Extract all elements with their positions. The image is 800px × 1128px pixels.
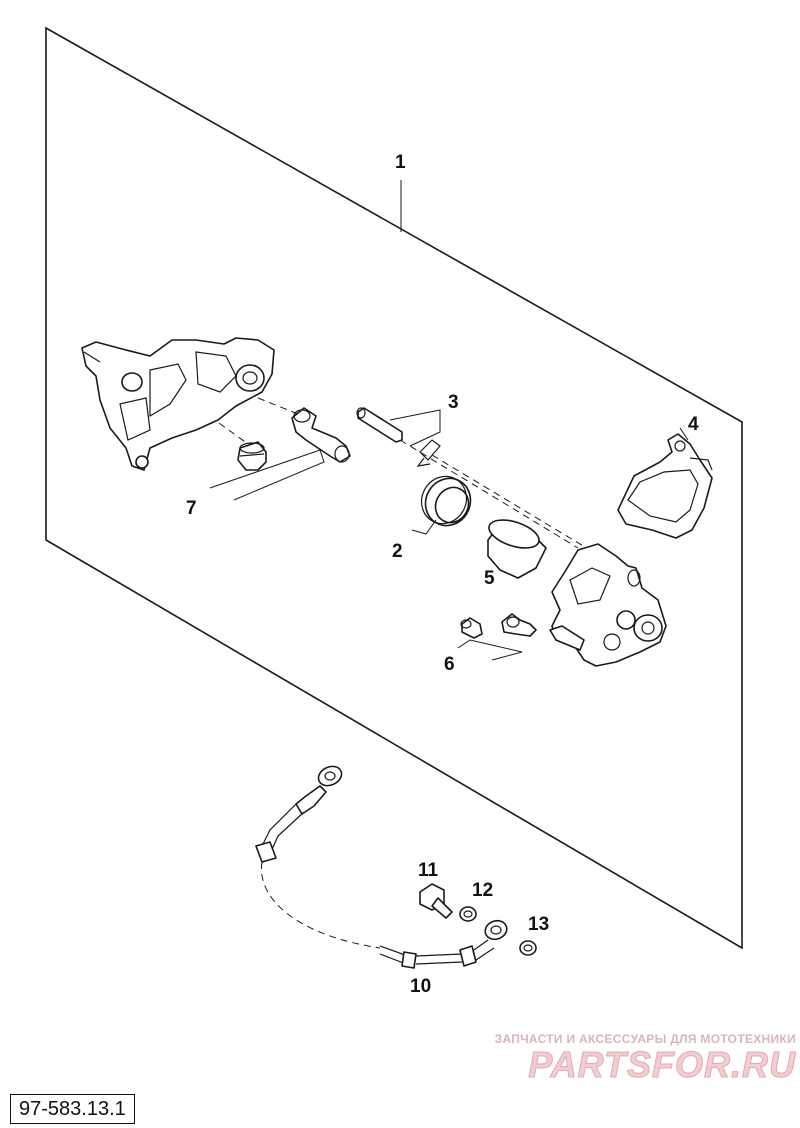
pad-retaining-pin	[356, 407, 403, 443]
watermark-caption: ЗАПЧАСТИ И АКСЕССУАРЫ ДЛЯ МОТОТЕХНИКИ	[494, 1032, 796, 1046]
callout-12: 12	[472, 880, 493, 901]
callout-2: 2	[392, 541, 403, 562]
callout-11: 11	[418, 860, 439, 881]
callout-6: 6	[444, 654, 455, 675]
drawing-code-label: 97-583.13.1	[10, 1094, 135, 1124]
bleeder-valve	[501, 613, 537, 637]
callout-3: 3	[448, 392, 459, 413]
callout-leaders	[209, 409, 689, 661]
guide-pin-short	[237, 441, 267, 471]
caliper-body	[549, 543, 667, 667]
retaining-clip	[416, 439, 441, 467]
callout-4: 4	[688, 414, 699, 435]
bleeder-valve-cap	[460, 617, 483, 639]
sealing-washer-13	[519, 940, 537, 956]
assembly-panel	[45, 26, 743, 950]
callout-7: 7	[186, 498, 197, 519]
banjo-bolt	[419, 883, 453, 919]
callout-5: 5	[484, 568, 495, 589]
guide-pin-long	[291, 407, 351, 463]
piston-seal	[420, 475, 472, 527]
caliper-bracket	[81, 337, 275, 471]
caliper-piston	[487, 519, 547, 579]
callout-10: 10	[410, 976, 431, 997]
brake-hose	[255, 765, 508, 969]
brake-pads	[617, 433, 713, 539]
callout-13: 13	[528, 914, 549, 935]
callout-1: 1	[395, 152, 406, 173]
sealing-washer-12	[459, 906, 477, 922]
watermark-logo: PARTSFOR.RU	[528, 1044, 796, 1086]
